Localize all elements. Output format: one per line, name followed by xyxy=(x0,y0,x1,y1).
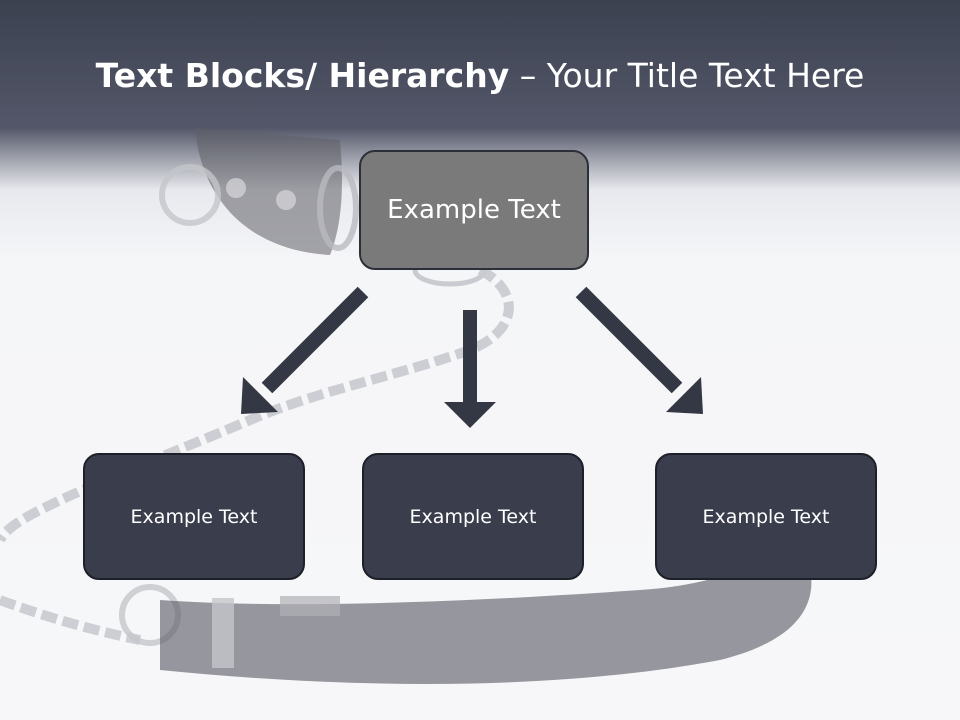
root-text-block-label: Example Text xyxy=(387,195,561,225)
slide-title-rest: – Your Title Text Here xyxy=(509,56,865,95)
child-text-block-3[interactable]: Example Text xyxy=(655,453,877,580)
child-text-block-1-label: Example Text xyxy=(130,505,258,528)
arrow-center xyxy=(444,310,496,428)
slide-title-bold: Text Blocks/ Hierarchy xyxy=(95,56,510,95)
child-text-block-2-label: Example Text xyxy=(409,505,537,528)
arrow-left xyxy=(241,286,369,414)
child-text-block-2[interactable]: Example Text xyxy=(362,453,584,580)
child-text-block-1[interactable]: Example Text xyxy=(83,453,305,580)
arrow-right xyxy=(575,286,703,414)
slide-title: Text Blocks/ Hierarchy – Your Title Text… xyxy=(0,52,960,100)
root-text-block[interactable]: Example Text xyxy=(359,150,589,270)
child-text-block-3-label: Example Text xyxy=(702,505,830,528)
